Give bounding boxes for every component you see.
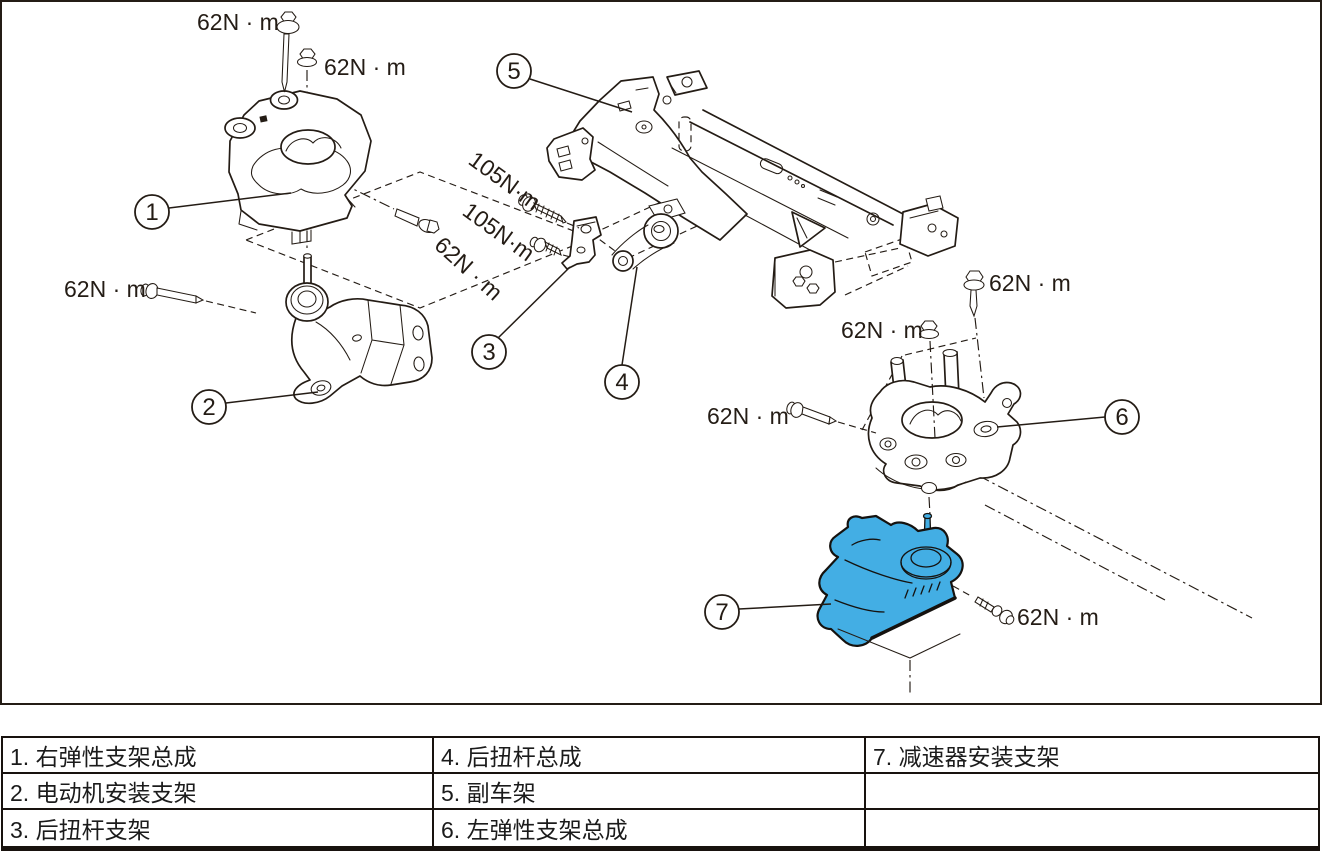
callout-5-leader (529, 78, 633, 113)
part-6-fasteners (786, 270, 985, 439)
callout-3-number: 3 (482, 339, 495, 366)
callout-1-leader (168, 192, 292, 209)
torque-label-reducer-bolt: 62N · m (1017, 604, 1099, 630)
part-2-motor-bracket (285, 253, 433, 405)
exploded-view-figure: 62N · m 62N · m 62N · m 62N · m 105N·m 1… (0, 0, 1322, 705)
parts-table-cell-r2c1: 6. 左弹性支架总成 (434, 810, 866, 846)
callout-6-leader (996, 416, 1106, 428)
torque-label-left-mount-top-bolt: 62N · m (989, 270, 1071, 296)
callout-6-number: 6 (1115, 404, 1128, 431)
parts-table-cell-r1c1: 5. 副车架 (434, 774, 866, 810)
part-4-torsion-rod (611, 198, 686, 272)
callout-5-circle (496, 53, 532, 89)
callout-2: 2 (191, 389, 319, 425)
part-7-bolt (952, 585, 1015, 625)
parts-table-cell-r2c0: 3. 后扭杆支架 (3, 810, 434, 846)
callout-2-number: 2 (202, 394, 215, 421)
torque-label-top-nut: 62N · m (324, 54, 406, 80)
part-7-reducer-bracket (816, 512, 964, 696)
callout-6-circle (1104, 399, 1140, 435)
torque-label-left-mount-side-bolt: 62N · m (707, 403, 789, 429)
callout-2-circle (191, 389, 227, 425)
torque-label-top-bolt: 62N · m (197, 9, 279, 35)
part-1-fasteners (276, 11, 440, 234)
parts-legend-table: 1. 右弹性支架总成 4. 后扭杆总成 7. 减速器安装支架 2. 电动机安装支… (1, 736, 1320, 851)
callout-1: 1 (134, 192, 292, 230)
torque-label-left-mount-nut: 62N · m (841, 317, 923, 343)
parts-table-cell-r2c2 (866, 810, 1318, 846)
parts-table-cell-r0c2: 7. 减速器安装支架 (866, 738, 1318, 774)
callout-7: 7 (704, 594, 832, 630)
torsion-rod-bolts (518, 194, 580, 259)
callout-1-circle (134, 194, 170, 230)
callout-3-leader (496, 266, 571, 340)
callout-4-circle (604, 364, 640, 400)
part-5-subframe (546, 70, 959, 309)
callout-4-leader (621, 266, 638, 366)
parts-table-cell-r0c1: 4. 后扭杆总成 (434, 738, 866, 774)
callout-4: 4 (604, 266, 640, 400)
part-2-bolt (140, 283, 257, 314)
callout-3-circle (471, 334, 507, 370)
parts-table-cell-r1c0: 2. 电动机安装支架 (3, 774, 434, 810)
part-3-torsion-bracket (561, 216, 602, 270)
callout-3: 3 (471, 266, 571, 370)
callout-7-circle (704, 594, 740, 630)
callout-5-number: 5 (507, 58, 520, 85)
callout-2-leader (225, 391, 319, 404)
part-6-left-mount (867, 348, 1022, 516)
callout-5: 5 (496, 53, 633, 113)
parts-table-cell-r1c2 (866, 774, 1318, 810)
part-1-right-mount (224, 90, 372, 245)
parts-table-cell-r0c0: 1. 右弹性支架总成 (3, 738, 434, 774)
callout-6: 6 (996, 399, 1140, 435)
callouts: 1 2 3 4 5 6 7 (134, 53, 1140, 630)
callout-7-number: 7 (715, 599, 728, 626)
callout-7-leader (738, 603, 832, 610)
callout-1-number: 1 (145, 199, 158, 226)
figure-border (0, 0, 1322, 705)
callout-4-number: 4 (615, 369, 628, 396)
torque-label-motor-bracket-bolt: 62N · m (64, 276, 146, 302)
